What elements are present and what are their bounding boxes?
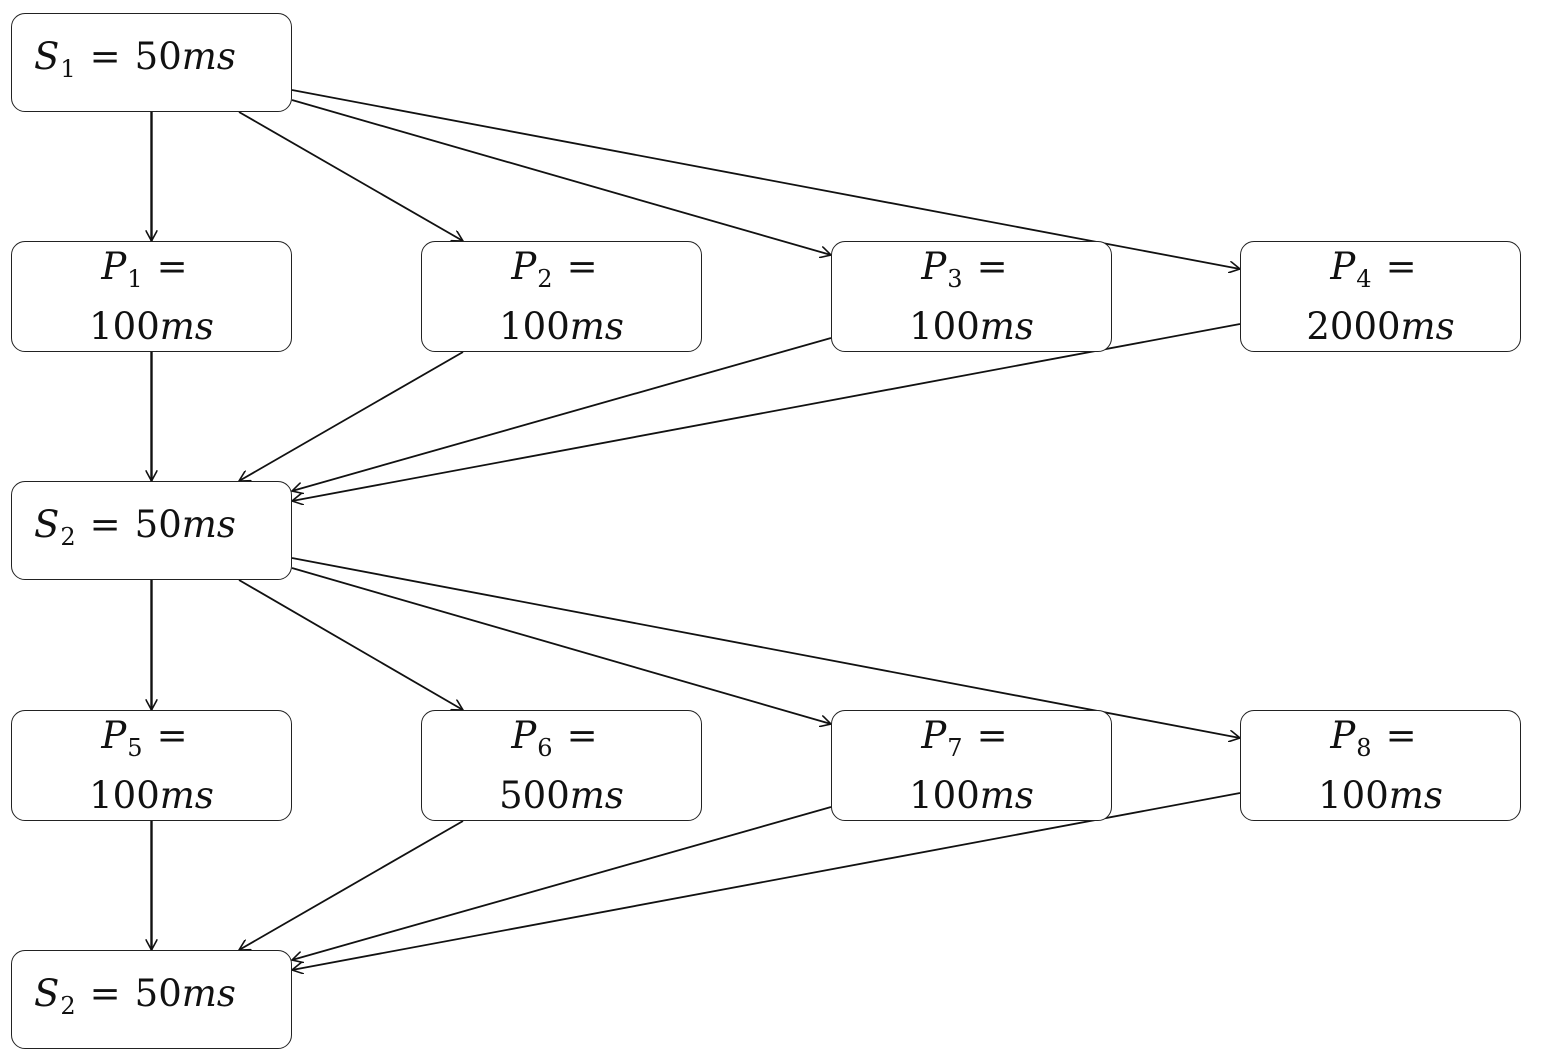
node-p2-unit: ms xyxy=(569,304,624,348)
node-p8-eq: = xyxy=(1385,713,1417,757)
node-p7-num: 100 xyxy=(909,773,980,817)
node-s1-unit: ms xyxy=(181,34,236,78)
node-p8-sub: 8 xyxy=(1356,733,1372,762)
node-p6-eq: = xyxy=(566,713,598,757)
node-s1-num: 50 xyxy=(134,34,182,78)
node-p4-var: P xyxy=(1330,244,1356,288)
node-p5-unit: ms xyxy=(159,773,214,817)
edge-s1-to-p2 xyxy=(238,111,463,241)
node-p7-sub: 7 xyxy=(947,733,963,762)
edge-s1-to-p3 xyxy=(291,99,831,255)
edge-p7-to-s2b xyxy=(292,806,832,960)
node-s1: S1 = 50ms xyxy=(11,13,292,112)
node-p1-eq: = xyxy=(156,244,188,288)
edge-p2-to-s2a xyxy=(239,351,464,481)
node-p4-sub: 4 xyxy=(1356,264,1372,293)
node-p4: P4 = 2000ms xyxy=(1240,241,1521,352)
node-p2-eq: = xyxy=(566,244,598,288)
node-p1-unit: ms xyxy=(159,304,214,348)
node-p1-var: P xyxy=(101,244,127,288)
node-p7-eq: = xyxy=(976,713,1008,757)
node-p2-var: P xyxy=(511,244,537,288)
node-s2b-num: 50 xyxy=(134,971,182,1015)
node-s2-upper: S2 = 50ms xyxy=(11,481,292,580)
node-p8-var: P xyxy=(1330,713,1356,757)
node-p7-unit: ms xyxy=(979,773,1034,817)
edge-p4-to-s2a xyxy=(292,323,1241,501)
edge-p3-to-s2a xyxy=(292,337,832,491)
edge-s2a-to-p8 xyxy=(291,557,1240,738)
node-p3-sub: 3 xyxy=(947,264,963,293)
node-p2-num: 100 xyxy=(499,304,570,348)
node-s2a-unit: ms xyxy=(181,502,236,546)
node-p3-eq: = xyxy=(976,244,1008,288)
node-p5: P5 = 100ms xyxy=(11,710,292,821)
node-p3-var: P xyxy=(921,244,947,288)
node-p4-unit: ms xyxy=(1400,304,1455,348)
edge-p8-to-s2b xyxy=(292,792,1241,970)
node-p6-sub: 6 xyxy=(537,733,553,762)
node-p4-num: 2000 xyxy=(1306,304,1401,348)
node-p1-num: 100 xyxy=(89,304,160,348)
node-p7: P7 = 100ms xyxy=(831,710,1112,821)
node-p4-eq: = xyxy=(1385,244,1417,288)
edge-s1-to-p4 xyxy=(291,89,1240,269)
node-s2b-unit: ms xyxy=(181,971,236,1015)
node-s1-eq: = xyxy=(89,34,121,78)
node-p6-num: 500 xyxy=(499,773,570,817)
node-s2b-eq: = xyxy=(89,971,121,1015)
node-s2b-sub: 2 xyxy=(60,991,76,1020)
node-p2-sub: 2 xyxy=(537,264,553,293)
node-s2b-var: S xyxy=(34,971,60,1015)
node-p5-num: 100 xyxy=(89,773,160,817)
node-p1: P1 = 100ms xyxy=(11,241,292,352)
node-p5-var: P xyxy=(101,713,127,757)
node-p6-unit: ms xyxy=(569,773,624,817)
node-s2a-sub: 2 xyxy=(60,522,76,551)
node-p3-unit: ms xyxy=(979,304,1034,348)
node-p2: P2 = 100ms xyxy=(421,241,702,352)
node-s2-lower: S2 = 50ms xyxy=(11,950,292,1049)
node-p3-num: 100 xyxy=(909,304,980,348)
node-p7-var: P xyxy=(921,713,947,757)
node-s2a-eq: = xyxy=(89,502,121,546)
node-s1-var: S xyxy=(34,34,60,78)
node-s2a-var: S xyxy=(34,502,60,546)
node-s2a-num: 50 xyxy=(134,502,182,546)
node-p6-var: P xyxy=(511,713,537,757)
node-p1-sub: 1 xyxy=(127,264,143,293)
node-p8-num: 100 xyxy=(1318,773,1389,817)
node-p5-sub: 5 xyxy=(127,733,143,762)
node-p3: P3 = 100ms xyxy=(831,241,1112,352)
edge-p6-to-s2b xyxy=(239,820,464,950)
edge-s2a-to-p7 xyxy=(291,567,831,724)
node-s1-sub: 1 xyxy=(60,54,76,83)
edge-s2a-to-p6 xyxy=(238,579,463,710)
node-p8: P8 = 100ms xyxy=(1240,710,1521,821)
node-p8-unit: ms xyxy=(1388,773,1443,817)
node-p5-eq: = xyxy=(156,713,188,757)
node-p6: P6 = 500ms xyxy=(421,710,702,821)
